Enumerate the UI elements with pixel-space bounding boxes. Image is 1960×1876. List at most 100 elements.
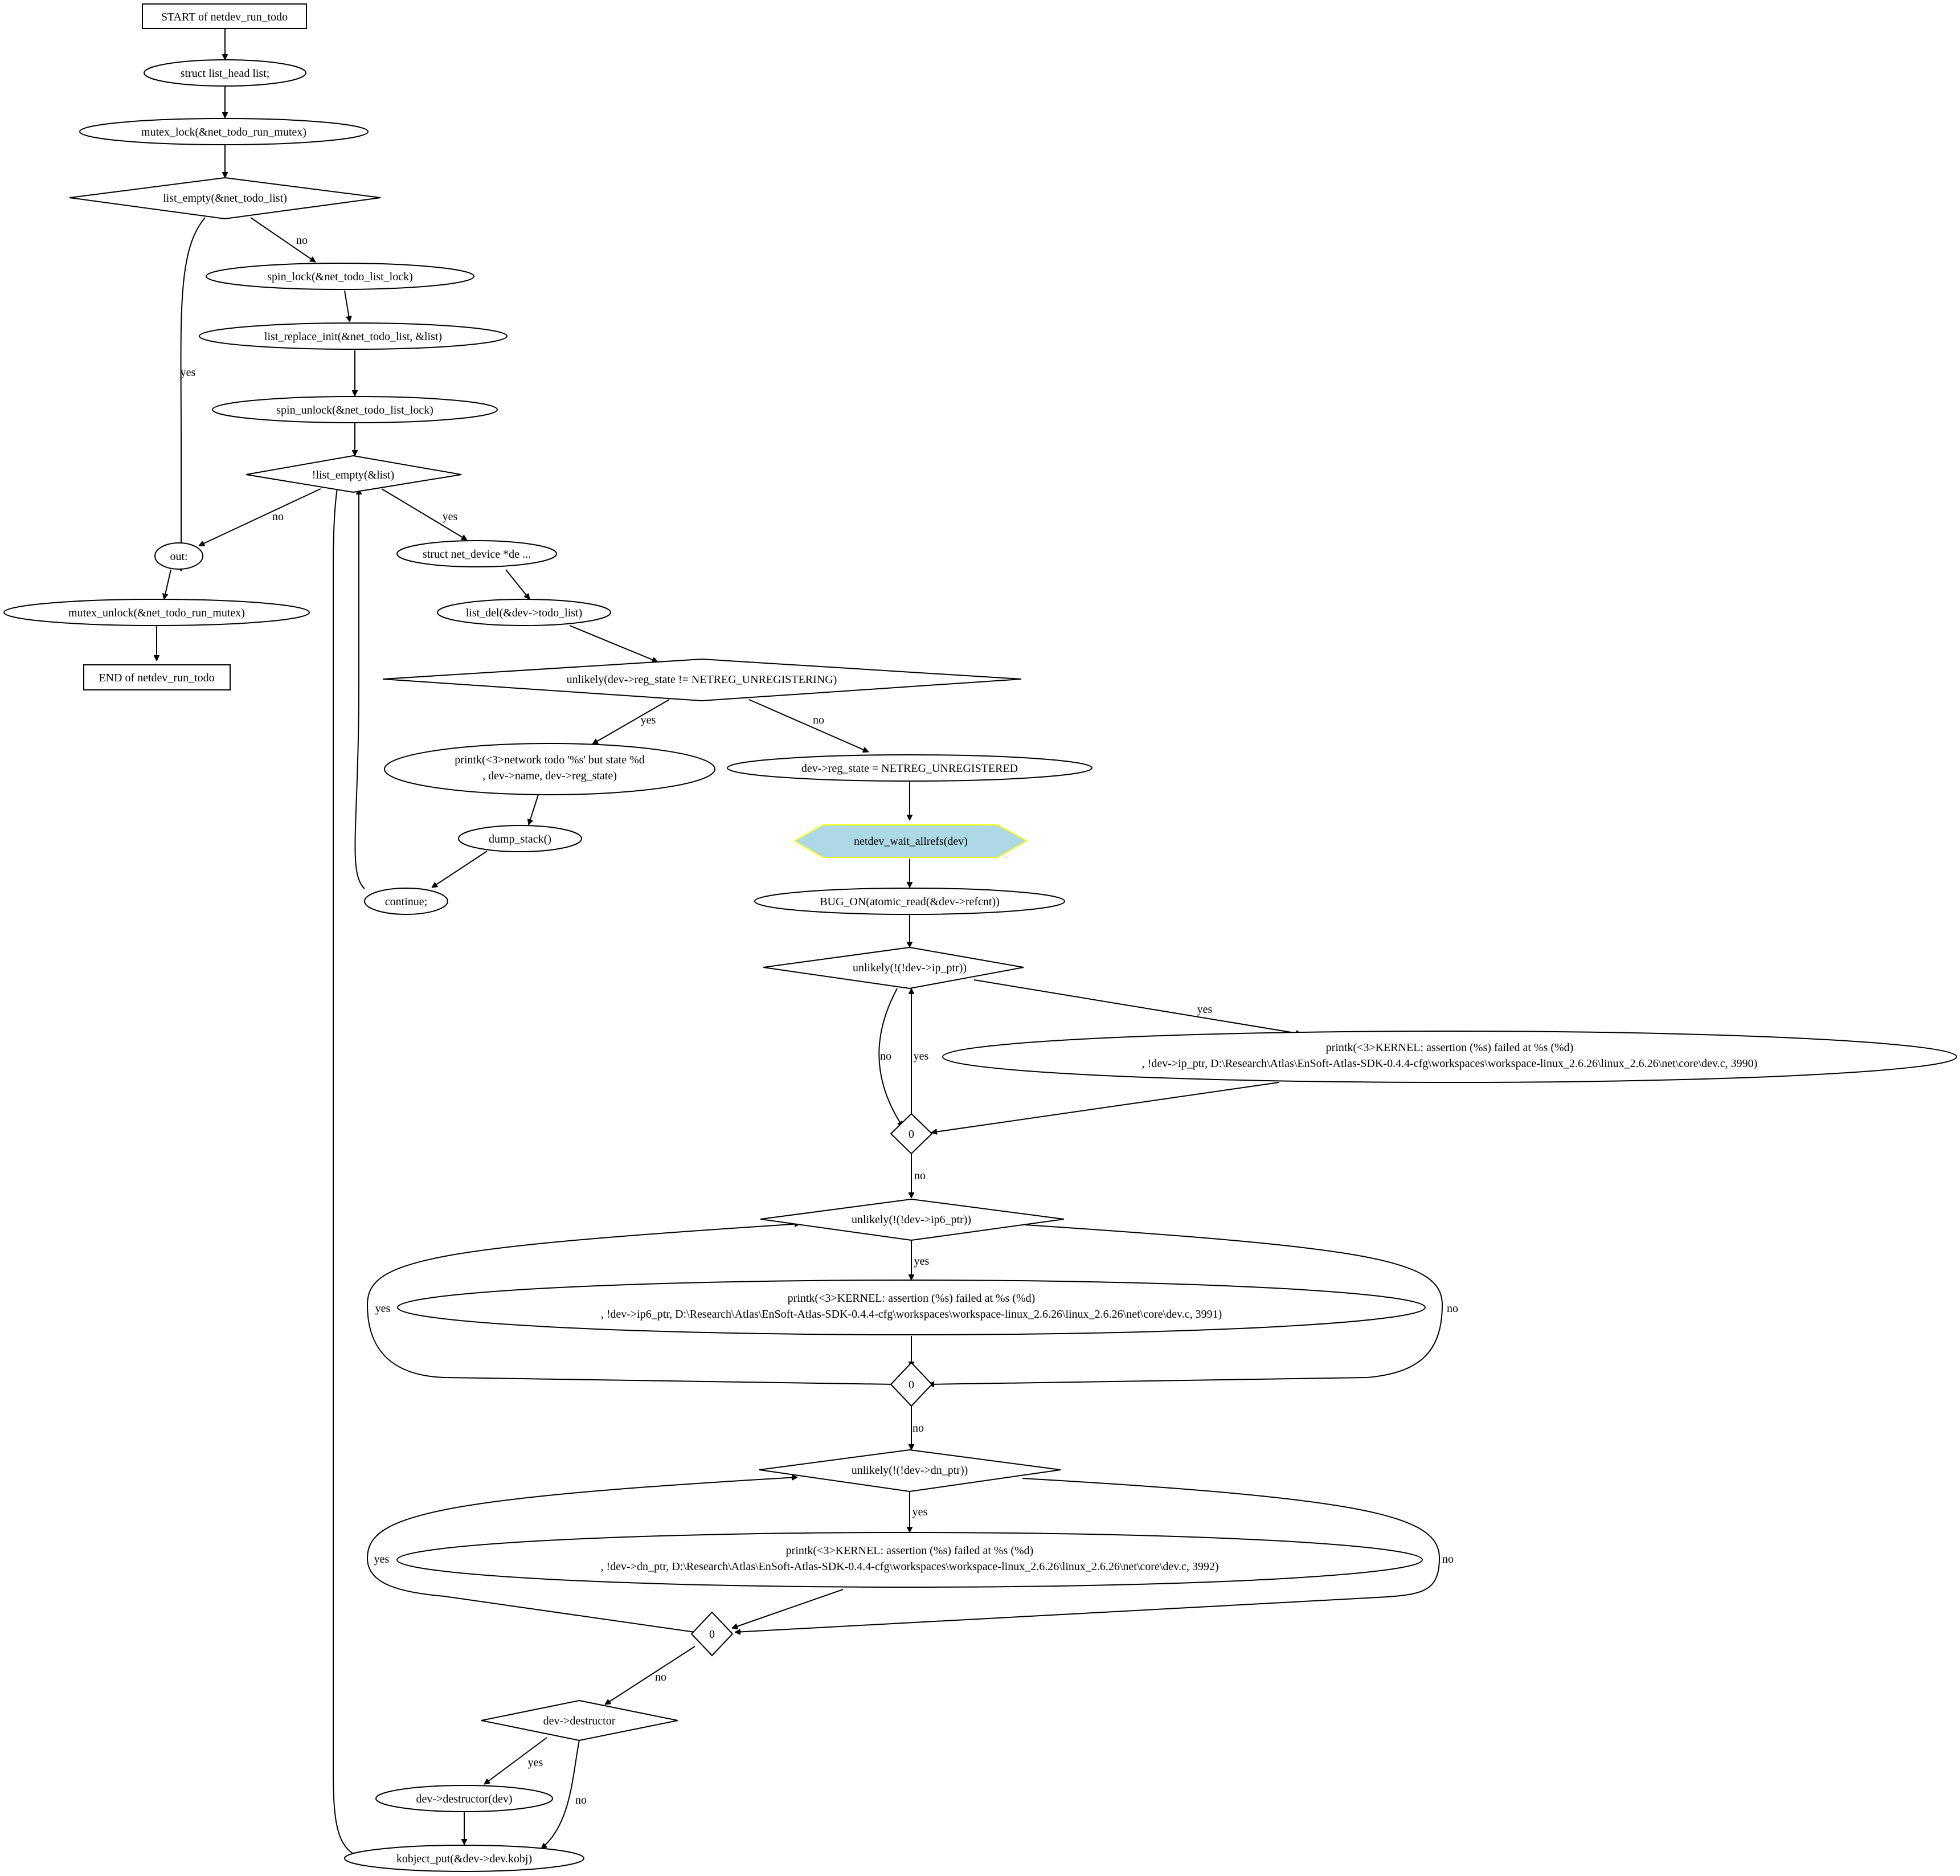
kobject-put-node: kobject_put(&dev->dev.kobj): [344, 1845, 584, 1872]
destructor-call-node: dev->destructor(dev): [375, 1785, 553, 1812]
printk-ip-assertion-line1: printk(<3>KERNEL: assertion (%s) failed …: [1326, 1041, 1574, 1054]
mutex-lock-node-label: mutex_lock(&net_todo_run_mutex): [141, 126, 306, 138]
printk-network-todo-node: printk(<3>network todo '%s' but state %d…: [384, 743, 715, 795]
edge-reg-yes: [592, 699, 670, 745]
edge-printk-ip-to-zero1: [931, 1082, 1279, 1133]
edge-out-to-mutex-unlock: [164, 569, 171, 599]
bug-on-node: BUG_ON(atomic_read(&dev->refcnt)): [754, 888, 1065, 915]
struct-net-device-node-label: struct net_device *de ...: [423, 548, 531, 561]
printk-ip6-assertion-line2: , !dev->ip6_ptr, D:\Research\Atlas\EnSof…: [601, 1308, 1222, 1321]
edge-ip-ptr-yes: [973, 979, 1302, 1034]
zero-decision-1-label: 0: [909, 1128, 914, 1141]
destructor-call-node-label: dev->destructor(dev): [416, 1793, 513, 1805]
printk-ip-assertion-line2: , !dev->ip_ptr, D:\Research\Atlas\EnSoft…: [1142, 1057, 1758, 1070]
dump-stack-node-label: dump_stack(): [489, 833, 551, 845]
edge-printk-dn-to-zero3: [732, 1589, 844, 1628]
zero-decision-3: 0: [690, 1611, 734, 1657]
mutex-unlock-node-label: mutex_unlock(&net_todo_run_mutex): [68, 607, 245, 619]
printk-dn-assertion-line1: printk(<3>KERNEL: assertion (%s) failed …: [786, 1544, 1034, 1557]
edge-printk-to-dump-stack: [529, 794, 539, 825]
edge-label-dn-yes: yes: [913, 1506, 928, 1518]
edge-struct-dev-to-list-del: [505, 569, 530, 599]
edge-label-not-empty-yes: yes: [443, 510, 458, 523]
list-replace-node: list_replace_init(&net_todo_list, &list): [199, 322, 508, 350]
unlikely-ip6-ptr-decision-label: unlikely(!(!dev->ip6_ptr)): [852, 1213, 971, 1226]
list-empty-decision: list_empty(&net_todo_list): [69, 177, 381, 220]
start-node: START of netdev_run_todo: [142, 3, 307, 29]
zero-decision-3-label: 0: [709, 1628, 715, 1641]
edge-spin-lock-to-list-replace: [344, 290, 350, 322]
edge-label-zero3-no: no: [655, 1671, 666, 1683]
mutex-lock-node: mutex_lock(&net_todo_run_mutex): [79, 118, 369, 145]
reg-state-assign-node: dev->reg_state = NETREG_UNREGISTERED: [727, 754, 1092, 782]
continue-node: continue;: [364, 888, 448, 915]
dump-stack-node: dump_stack(): [458, 825, 582, 852]
printk-network-todo-line2: , dev->name, dev->reg_state): [482, 770, 617, 782]
edge-zero3-no: [605, 1646, 695, 1705]
edge-not-empty-no: [199, 488, 321, 546]
edge-label-zero2-no: no: [913, 1422, 924, 1434]
printk-ip6-assertion-node: printk(<3>KERNEL: assertion (%s) failed …: [397, 1280, 1426, 1335]
unlikely-reg-state-decision-label: unlikely(dev->reg_state != NETREG_UNREGI…: [567, 673, 837, 686]
edge-label-list-empty-yes: yes: [181, 366, 196, 379]
edge-list-empty-yes: [181, 217, 206, 571]
printk-ip6-assertion-line1: printk(<3>KERNEL: assertion (%s) failed …: [788, 1292, 1036, 1305]
edge-label-ip-no: no: [880, 1050, 891, 1062]
edge-label-zero2-yes: yes: [375, 1302, 391, 1315]
reg-state-assign-node-label: dev->reg_state = NETREG_UNREGISTERED: [801, 762, 1018, 775]
edge-label-destructor-no: no: [575, 1794, 587, 1806]
edge-reg-no: [748, 699, 869, 752]
edge-zero3-yes: [366, 1477, 797, 1633]
printk-dn-assertion-node: printk(<3>KERNEL: assertion (%s) failed …: [396, 1532, 1423, 1588]
destructor-decision: dev->destructor: [481, 1699, 678, 1742]
unlikely-ip-ptr-decision: unlikely(!(!dev->ip_ptr)): [763, 946, 1024, 990]
netdev-wait-allrefs-node-label: netdev_wait_allrefs(dev): [854, 835, 968, 848]
out-label-node: out:: [154, 542, 203, 570]
edge-continue-loop-back: [354, 489, 365, 889]
netdev-wait-allrefs-node: netdev_wait_allrefs(dev): [793, 824, 1029, 858]
mutex-unlock-node: mutex_unlock(&net_todo_run_mutex): [3, 599, 310, 626]
spin-unlock-node: spin_unlock(&net_todo_list_lock): [212, 396, 498, 423]
printk-network-todo-line1: printk(<3>network todo '%s' but state %d: [455, 754, 645, 766]
spin-lock-node: spin_lock(&net_todo_list_lock): [206, 263, 474, 290]
end-node-label: END of netdev_run_todo: [99, 672, 214, 684]
edge-label-zero1-no: no: [914, 1170, 926, 1182]
list-replace-node-label: list_replace_init(&net_todo_list, &list): [264, 330, 442, 343]
start-node-label: START of netdev_run_todo: [161, 11, 288, 23]
printk-ip-assertion-node: printk(<3>KERNEL: assertion (%s) failed …: [942, 1031, 1957, 1083]
zero-decision-1: 0: [890, 1113, 933, 1155]
nodes: START of netdev_run_todo struct list_hea…: [3, 3, 1957, 1872]
unlikely-dn-ptr-decision: unlikely(!(!dev->dn_ptr)): [759, 1449, 1061, 1493]
edge-label-zero1-yes: yes: [914, 1050, 929, 1062]
edge-label-ip6-no: no: [1447, 1302, 1458, 1315]
edge-not-empty-yes: [381, 488, 467, 541]
edge-kobject-loop-back: [333, 460, 365, 1859]
edge-label-ip6-yes: yes: [914, 1255, 930, 1268]
unlikely-dn-ptr-decision-label: unlikely(!(!dev->dn_ptr)): [852, 1464, 968, 1477]
edge-dn-ptr-no: [735, 1478, 1441, 1632]
spin-lock-node-label: spin_lock(&net_todo_list_lock): [267, 271, 413, 283]
unlikely-ip-ptr-decision-label: unlikely(!(!dev->ip_ptr)): [853, 962, 967, 974]
edge-ip-ptr-no: [878, 988, 903, 1127]
continue-node-label: continue;: [385, 896, 427, 908]
edge-destructor-yes: [484, 1737, 547, 1785]
unlikely-reg-state-decision: unlikely(dev->reg_state != NETREG_UNREGI…: [382, 658, 1022, 702]
edge-labels: no yes no yes yes no yes no yes no yes n…: [181, 234, 1458, 1806]
end-node: END of netdev_run_todo: [83, 664, 231, 690]
not-list-empty-decision-label: !list_empty(&list): [312, 469, 394, 481]
list-del-node: list_del(&dev->todo_list): [437, 599, 611, 626]
edge-label-reg-yes: yes: [641, 714, 656, 726]
kobject-put-node-label: kobject_put(&dev->dev.kobj): [396, 1853, 532, 1865]
not-list-empty-decision: !list_empty(&list): [245, 455, 462, 493]
edge-label-dn-no: no: [1442, 1553, 1454, 1566]
bug-on-node-label: BUG_ON(atomic_read(&dev->refcnt)): [820, 896, 1000, 908]
edge-destructor-no: [541, 1737, 580, 1849]
zero-decision-2-label: 0: [909, 1379, 914, 1391]
printk-dn-assertion-line2: , !dev->dn_ptr, D:\Research\Atlas\EnSoft…: [600, 1560, 1218, 1573]
edge-label-reg-no: no: [813, 714, 824, 726]
spin-unlock-node-label: spin_unlock(&net_todo_list_lock): [276, 404, 433, 416]
edge-list-del-to-unlikely-reg: [569, 625, 658, 662]
struct-net-device-node: struct net_device *de ...: [396, 540, 557, 567]
edge-label-ip-yes: yes: [1197, 1003, 1213, 1016]
